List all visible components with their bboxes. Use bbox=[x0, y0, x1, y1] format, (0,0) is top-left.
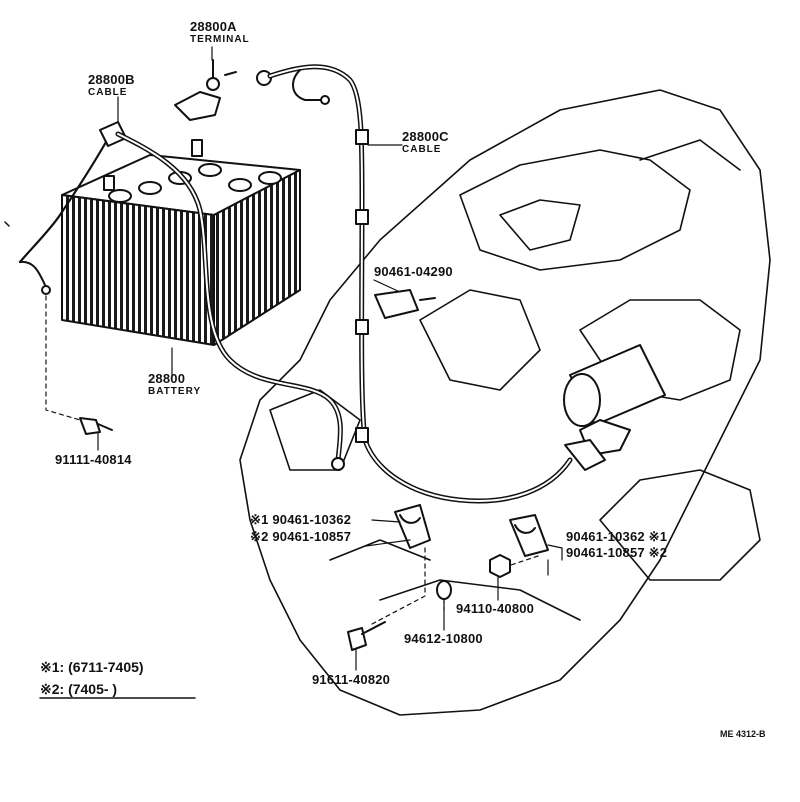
battery-part-number: 28800 bbox=[148, 371, 186, 386]
clamp-upper-part-number: 90461-04290 bbox=[374, 264, 453, 279]
clamp-right-line1: 90461-10362 ※1 bbox=[566, 529, 668, 544]
edge-mark bbox=[4, 221, 10, 227]
clamp-left-line2: ※2 90461-10857 bbox=[250, 529, 352, 544]
terminal-part-name: TERMINAL bbox=[190, 34, 250, 45]
terminal-part-number: 28800A bbox=[190, 19, 237, 34]
engine-block bbox=[239, 89, 771, 716]
note-1: ※1: (6711-7405) bbox=[40, 659, 144, 675]
bolt-bottom-part-number: 91611-40820 bbox=[312, 672, 391, 687]
cable-b bbox=[18, 121, 345, 471]
washer bbox=[436, 580, 452, 600]
battery bbox=[61, 139, 301, 346]
cable-b-part-number: 28800B bbox=[88, 72, 135, 87]
clamp-right bbox=[509, 514, 549, 557]
cable-c-part-name: CABLE bbox=[402, 144, 442, 155]
nut-part-number: 94110-40800 bbox=[456, 601, 535, 616]
leader-lines bbox=[97, 46, 563, 671]
battery-part-name: BATTERY bbox=[148, 386, 202, 397]
cable-c-part-number: 28800C bbox=[402, 129, 449, 144]
bolt-left-part-number: 91111-40814 bbox=[55, 452, 132, 467]
terminal bbox=[174, 59, 237, 121]
starter-motor bbox=[563, 344, 666, 471]
washer-part-number: 94612-10800 bbox=[404, 631, 483, 646]
cable-b-part-name: CABLE bbox=[88, 87, 128, 98]
bolt-bottom bbox=[347, 621, 386, 651]
note-2: ※2: (7405- ) bbox=[40, 681, 118, 697]
figure-code: ME 4312-B bbox=[720, 729, 766, 739]
nut bbox=[489, 554, 511, 578]
clamp-upper bbox=[374, 289, 436, 319]
bolt-left bbox=[79, 417, 113, 435]
cable-c bbox=[256, 64, 573, 504]
clamp-right-line2: 90461-10857 ※2 bbox=[566, 545, 668, 560]
clamp-left bbox=[394, 504, 431, 549]
clamp-left-line1: ※1 90461-10362 bbox=[250, 512, 352, 527]
